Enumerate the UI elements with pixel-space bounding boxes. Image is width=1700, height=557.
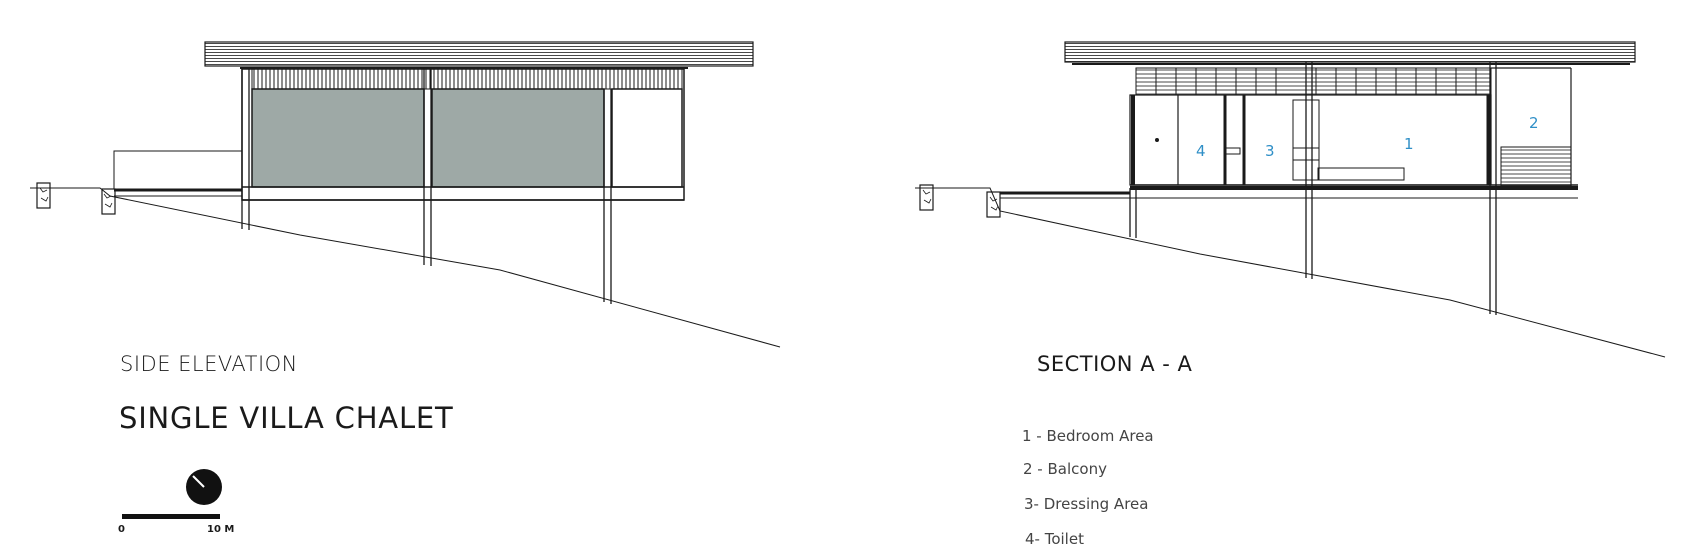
section-drawing (915, 41, 1666, 358)
project-title: SINGLE VILLA CHALET (119, 401, 454, 435)
glazing-panel-right (431, 88, 605, 188)
columns (1129, 62, 1497, 315)
roof (204, 41, 754, 67)
legend-item: 2 - Balcony (1023, 460, 1107, 478)
roof (1064, 41, 1636, 63)
legend-item: 4- Toilet (1025, 530, 1084, 548)
solid-panel (611, 88, 683, 188)
side-elevation-drawing (30, 41, 781, 348)
room-number-4: 4 (1196, 142, 1206, 160)
bed (1317, 167, 1405, 181)
ground-line (30, 187, 781, 348)
footing-stone (36, 182, 51, 209)
north-arrow-icon (186, 469, 222, 505)
scale-end-label: 10 M (207, 524, 235, 535)
footing-stone (986, 191, 1001, 218)
room-number-1: 1 (1404, 135, 1414, 153)
footing-stone (101, 188, 116, 215)
glazing-panel-left (251, 88, 425, 188)
legend-item: 3- Dressing Area (1024, 495, 1149, 513)
footing-stone (919, 184, 934, 211)
ground-line (915, 187, 1666, 358)
balcony-railing (1500, 146, 1572, 188)
side-elevation-label: SIDE ELEVATION (120, 352, 298, 376)
room-number-2: 2 (1529, 114, 1539, 132)
scale-start-label: 0 (118, 524, 125, 535)
legend-item: 1 - Bedroom Area (1022, 427, 1154, 445)
louvre-band (251, 68, 683, 90)
columns (241, 69, 612, 304)
scale-bar (122, 514, 220, 519)
section-label: SECTION A - A (1037, 352, 1193, 376)
room-number-3: 3 (1265, 142, 1275, 160)
louvre-band (1135, 67, 1492, 96)
entry-walkway (113, 150, 243, 190)
